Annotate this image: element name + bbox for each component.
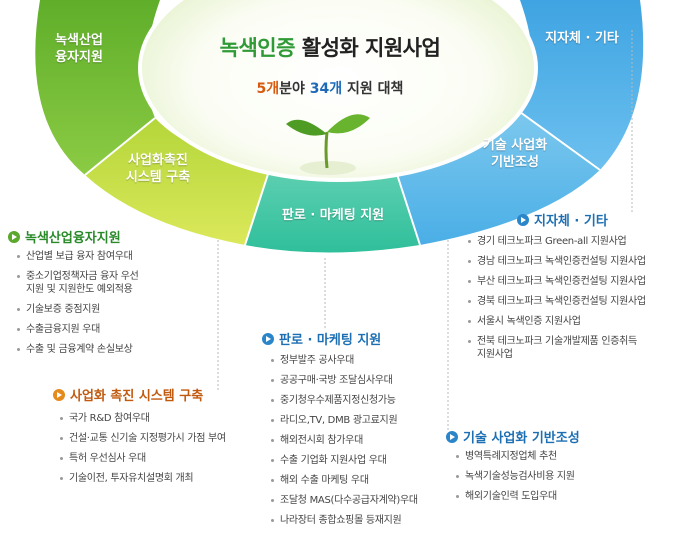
section-title-text: 지자체 · 기타 [534,214,608,229]
list-item: 전북 테크노파크 기술개발제품 인증취득 [467,335,681,348]
segment-finance [35,0,161,175]
measure-text: 지원 대책 [342,81,404,97]
section-title-text: 판로 · 마케팅 지원 [279,333,382,348]
field-text: 분야 [279,81,310,97]
section-title-marketing: 판로 · 마케팅 지원 [262,329,381,348]
list-item: 국가 R&D 참여우대 [59,412,269,425]
center-subtitle: 5개분야 34개 지원 대책 [170,78,490,98]
arrow-bullet-icon [446,430,458,443]
section-title-text: 사업화 촉진 시스템 구축 [70,389,204,404]
segment-label-line: 융자지원 [55,50,103,65]
arrow-bullet-icon [262,332,274,345]
segment-label-line: 녹색산업 [55,33,103,48]
list-item: 라디오,TV, DMB 광고료지원 [270,414,450,427]
segment-dividers [84,111,601,246]
list-item: 병역특례지정업체 추천 [455,450,665,463]
list-item: 기술이전, 투자유치설명회 개최 [59,472,269,485]
list-item: 기술보증 중점지원 [16,303,216,316]
connector-lines [217,30,633,430]
segment-label-line: 시스템 구축 [125,170,191,185]
segment-label-line: 기반조성 [491,155,539,170]
segment-marketing [245,168,420,253]
list-item: 해외 수출 마케팅 우대 [270,474,450,487]
center-disc [138,0,538,182]
sprout-icon [286,114,370,175]
section-title-infra: 기술 사업화 기반조성 [446,427,580,446]
measure-count: 34개 [309,81,343,97]
list-item: 중기청우수제품지정신청가능 [270,394,450,407]
list-item: 공공구매·국방 조달심사우대 [270,374,450,387]
list-item: 서울시 녹색인증 지원사업 [467,315,681,328]
segment-infra [395,112,600,245]
segment-commercialization [85,118,270,245]
section-title-finance: 녹색산업융자지원 [8,227,121,246]
segment-label-line: 지자체 · 기타 [545,31,619,46]
section-title-text: 기술 사업화 기반조성 [463,431,580,446]
segment-label-infra: 기술 사업화 기반조성 [465,137,565,171]
list-item: 부산 테크노파크 녹색인증컨설팅 지원사업 [467,275,681,288]
list-item: 해외전시회 참가우대 [270,434,450,447]
center-title: 녹색인증 활성화 지원사업 [170,32,490,62]
list-item: 건설·교통 신기술 지정평가시 가점 부여 [59,432,269,445]
list-item: 지원 및 지원한도 예외적용 [26,284,133,295]
list-item: 경북 테크노파크 녹색인증컨설팅 지원사업 [467,295,681,308]
field-count: 5개 [256,81,280,97]
segment-label-line: 판로 · 마케팅 지원 [281,208,385,223]
list-item: 경남 테크노파크 녹색인증컨설팅 지원사업 [467,255,681,268]
section-title-text: 녹색산업융자지원 [25,231,121,246]
title-green: 녹색인증 [219,36,296,60]
arrow-bullet-icon [517,213,529,226]
list-item: 조달청 MAS(다수공급자계약)우대 [270,494,450,507]
segment-label-line: 사업화촉진 [128,153,188,168]
list-item: 경기 테크노파크 Green-all 지원사업 [467,235,681,248]
arrow-bullet-icon [53,388,65,401]
list-item: 수출 기업화 지원사업 우대 [270,454,450,467]
list-item: 해외기술인력 도입우대 [455,490,665,503]
segment-label-commercialization: 사업화촉진 시스템 구축 [108,152,208,186]
segment-label-finance: 녹색산업 융자지원 [38,32,120,66]
title-rest: 활성화 지원사업 [301,36,441,60]
list-item: 나라장터 종합쇼핑몰 등재지원 [270,514,450,527]
list-item: 녹색기술성능검사비용 지원 [455,470,665,483]
section-title-commercialization: 사업화 촉진 시스템 구축 [53,385,203,404]
list-item: 중소기업정책자금 융자 우선 [16,270,216,283]
segment-label-marketing: 판로 · 마케팅 지원 [262,207,404,224]
list-item: 정부발주 공사우대 [270,354,450,367]
list-item: 지원사업 [477,349,513,360]
list-item: 특허 우선심사 우대 [59,452,269,465]
list-item: 수출금융지원 우대 [16,323,216,336]
section-title-local: 지자체 · 기타 [517,210,608,229]
arrow-bullet-icon [8,230,20,243]
segment-label-line: 기술 사업화 [482,138,548,153]
list-item: 산업별 보급 융자 참여우대 [16,250,216,263]
segment-local [520,0,644,170]
list-item: 수출 및 금융계약 손실보상 [16,343,216,356]
segment-label-local: 지자체 · 기타 [530,30,634,47]
